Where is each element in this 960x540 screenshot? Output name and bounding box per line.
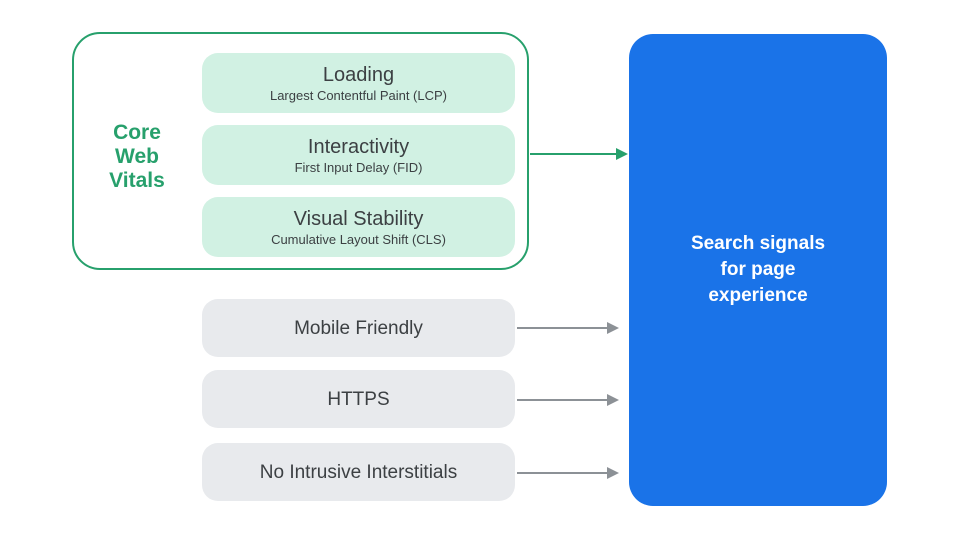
search-signals-box: Search signals for page experience bbox=[629, 34, 887, 506]
search-signals-line: experience bbox=[708, 285, 808, 306]
vital-card-interactivity: Interactivity First Input Delay (FID) bbox=[202, 125, 515, 185]
vital-title: Interactivity bbox=[307, 135, 410, 158]
signal-label: HTTPS bbox=[327, 388, 390, 410]
signal-label: No Intrusive Interstitials bbox=[259, 461, 458, 483]
vital-subtitle: Cumulative Layout Shift (CLS) bbox=[271, 231, 446, 247]
signal-card-https: HTTPS bbox=[202, 370, 515, 428]
arrow-https-icon bbox=[517, 399, 607, 401]
vital-title: Visual Stability bbox=[293, 207, 424, 230]
core-web-vitals-label-line: Core bbox=[113, 121, 161, 144]
arrow-core-web-vitals-icon bbox=[530, 153, 616, 155]
vital-subtitle: Largest Contentful Paint (LCP) bbox=[269, 87, 448, 103]
arrow-no-intrusive-interstitials-icon bbox=[517, 472, 607, 474]
vital-card-loading: Loading Largest Contentful Paint (LCP) bbox=[202, 53, 515, 113]
search-signals-line: for page bbox=[720, 259, 796, 280]
vital-subtitle: First Input Delay (FID) bbox=[294, 159, 423, 175]
core-web-vitals-label-line: Vitals bbox=[109, 169, 165, 192]
signal-card-no-intrusive-interstitials: No Intrusive Interstitials bbox=[202, 443, 515, 501]
search-signals-line: Search signals bbox=[690, 233, 826, 254]
search-signals-text: Search signals for page experience bbox=[691, 231, 825, 309]
vital-card-visual-stability: Visual Stability Cumulative Layout Shift… bbox=[202, 197, 515, 257]
signal-label: Mobile Friendly bbox=[294, 317, 423, 339]
signal-card-mobile-friendly: Mobile Friendly bbox=[202, 299, 515, 357]
vital-title: Loading bbox=[322, 63, 395, 86]
arrow-mobile-friendly-icon bbox=[517, 327, 607, 329]
core-web-vitals-label-line: Web bbox=[115, 145, 159, 168]
core-web-vitals-label: Core Web Vitals bbox=[82, 121, 192, 193]
